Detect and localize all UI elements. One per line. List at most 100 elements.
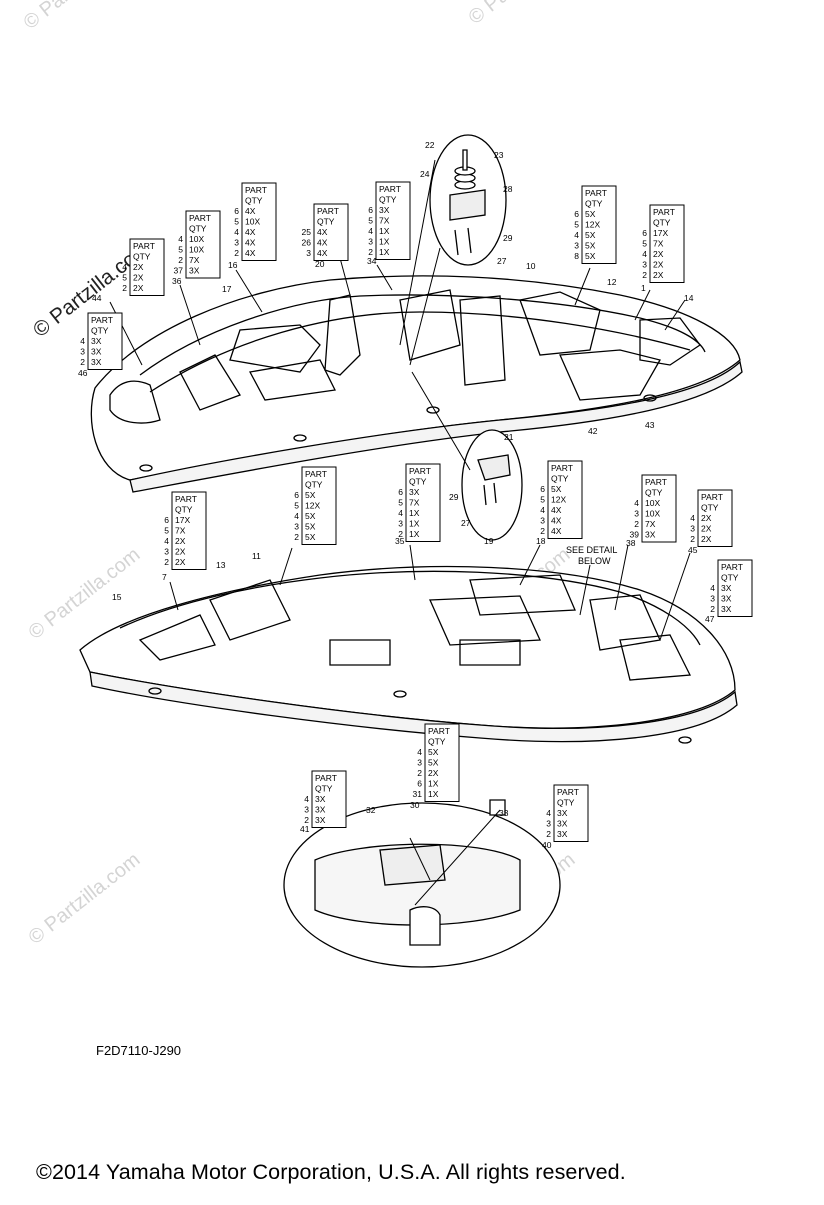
table-part-number: 5 xyxy=(164,526,169,536)
table-qty: 4X xyxy=(317,227,328,237)
table-header: QTY xyxy=(645,488,663,498)
callout-number: 23 xyxy=(494,150,504,160)
table-qty: 5X xyxy=(585,209,596,219)
table-part-number: 4 xyxy=(368,226,373,236)
table-part-number: 2 xyxy=(710,604,715,614)
table-part-number: 2 xyxy=(164,557,169,567)
table-header: PART xyxy=(409,466,431,476)
table-qty: 10X xyxy=(245,217,260,227)
table-header: PART xyxy=(317,206,339,216)
table-part-number: 4 xyxy=(546,808,551,818)
table-qty: 2X xyxy=(175,536,186,546)
callout-number: 20 xyxy=(315,259,325,269)
table-header: PART xyxy=(585,188,607,198)
detail-views xyxy=(283,134,561,968)
table-qty: 1X xyxy=(379,237,390,247)
table-qty: 5X xyxy=(305,490,316,500)
table-qty: 5X xyxy=(585,251,596,261)
copyright-notice: ©2014 Yamaha Motor Corporation, U.S.A. A… xyxy=(36,1160,626,1184)
callout-number: 34 xyxy=(367,256,377,266)
table-qty: 1X xyxy=(409,508,420,518)
table-header: PART xyxy=(315,773,337,783)
table-qty: 3X xyxy=(91,357,102,367)
callout-number: 19 xyxy=(484,536,494,546)
table-part-number: 8 xyxy=(574,251,579,261)
table-header: QTY xyxy=(409,477,427,487)
table-qty: 3X xyxy=(315,794,326,804)
table-part-number: 4 xyxy=(122,262,127,272)
table-qty: 2X xyxy=(428,768,439,778)
table-part-number: 4 xyxy=(574,230,579,240)
table-part-number: 3 xyxy=(294,522,299,532)
table-qty: 2X xyxy=(133,283,144,293)
table-qty: 7X xyxy=(645,519,656,529)
table-part-number: 5 xyxy=(398,498,403,508)
callout-number: 43 xyxy=(645,420,655,430)
table-qty: 3X xyxy=(91,347,102,357)
callout-number: 30 xyxy=(410,800,420,810)
table-part-number: 4 xyxy=(80,336,85,346)
table-qty: 5X xyxy=(428,747,439,757)
table-header: QTY xyxy=(585,199,603,209)
table-part-number: 5 xyxy=(178,245,183,255)
table-qty: 7X xyxy=(379,216,390,226)
table-part-number: 2 xyxy=(178,255,183,265)
table-qty: 12X xyxy=(551,495,566,505)
callout-number: 1 xyxy=(641,283,646,293)
table-header: QTY xyxy=(133,252,151,262)
table-header: PART xyxy=(305,469,327,479)
table-qty: 5X xyxy=(305,511,316,521)
table-header: QTY xyxy=(245,196,263,206)
table-header: PART xyxy=(645,477,667,487)
table-qty: 4X xyxy=(245,248,256,258)
table-header: QTY xyxy=(175,505,193,515)
leader-lines xyxy=(109,159,691,906)
table-header: PART xyxy=(379,184,401,194)
table-qty: 7X xyxy=(175,526,186,536)
table-qty: 3X xyxy=(409,487,420,497)
table-qty: 2X xyxy=(701,524,712,534)
table-part-number: 4 xyxy=(164,536,169,546)
detail-note: SEE DETAIL BELOW xyxy=(566,545,617,566)
table-qty: 17X xyxy=(653,228,668,238)
table-part-number: 2 xyxy=(417,768,422,778)
table-qty: 4X xyxy=(245,206,256,216)
table-part-number: 4 xyxy=(398,508,403,518)
callout-number: 41 xyxy=(300,824,310,834)
callout-number: 14 xyxy=(684,293,694,303)
table-part-number: 5 xyxy=(574,220,579,230)
table-part-number: 6 xyxy=(368,205,373,215)
table-qty: 5X xyxy=(551,484,562,494)
table-qty: 3X xyxy=(721,583,732,593)
table-part-number: 6 xyxy=(164,515,169,525)
table-header: PART xyxy=(721,562,743,572)
table-qty: 7X xyxy=(409,498,420,508)
callout-number: 46 xyxy=(78,368,88,378)
table-qty: 4X xyxy=(245,238,256,248)
table-qty: 3X xyxy=(315,805,326,815)
table-qty: 4X xyxy=(317,238,328,248)
table-qty: 1X xyxy=(379,226,390,236)
table-qty: 2X xyxy=(653,270,664,280)
table-qty: 3X xyxy=(379,205,390,215)
table-part-number: 3 xyxy=(234,238,239,248)
table-header: QTY xyxy=(557,798,575,808)
table-qty: 12X xyxy=(305,501,320,511)
table-qty: 3X xyxy=(557,808,568,818)
table-part-number: 4 xyxy=(417,747,422,757)
table-qty: 4X xyxy=(317,248,328,258)
table-part-number: 5 xyxy=(368,216,373,226)
table-part-number: 6 xyxy=(234,206,239,216)
table-qty: 3X xyxy=(91,336,102,346)
table-part-number: 4 xyxy=(690,513,695,523)
table-qty: 5X xyxy=(305,532,316,542)
